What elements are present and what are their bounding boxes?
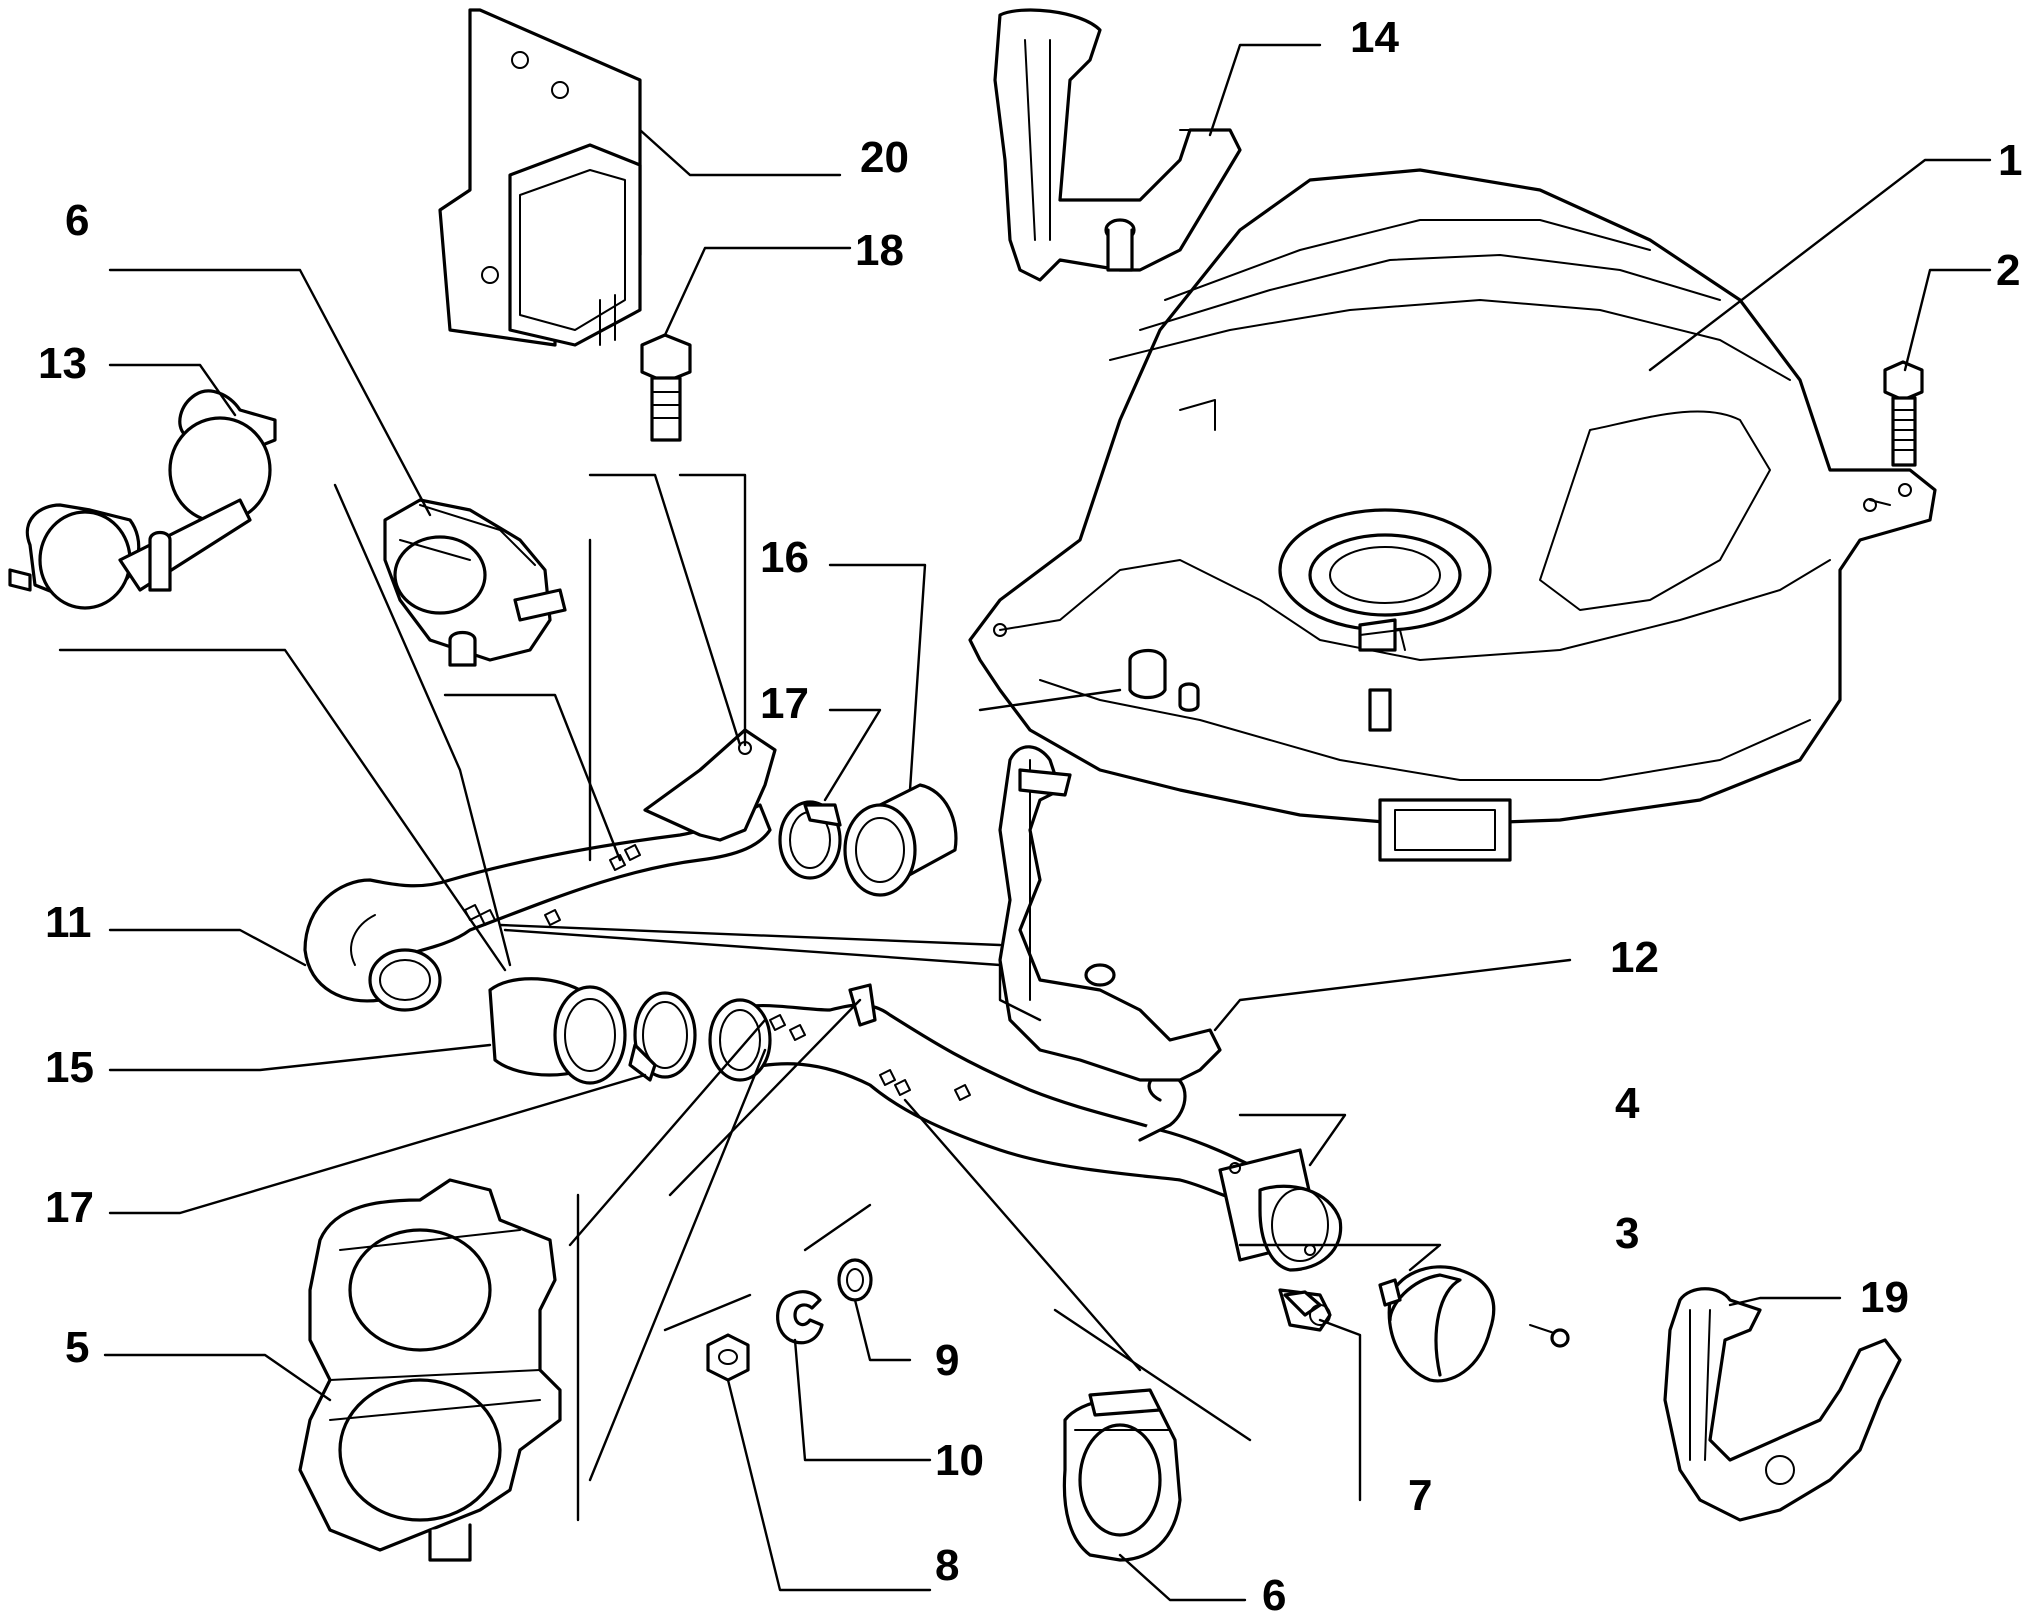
- bolt-part-2: [1883, 360, 1924, 467]
- filler-hose-part-11: [303, 803, 772, 1012]
- callout-16: 16: [760, 533, 809, 582]
- hose-clamp-part-17-lower: [628, 991, 697, 1082]
- clamp-bracket-part-19: [1663, 1287, 1902, 1522]
- callout-6-bottom: 6: [1262, 1571, 1286, 1618]
- nut-part-8: [706, 1333, 750, 1382]
- clip-part-10: [776, 1290, 824, 1345]
- callout-9: 9: [935, 1336, 959, 1385]
- clamp-bracket-part-12: [998, 745, 1222, 1082]
- sleeve-part-16: [843, 783, 958, 897]
- sleeve-part-15: [488, 977, 627, 1085]
- callout-2: 2: [1996, 246, 2020, 295]
- callout-18: 18: [855, 226, 904, 275]
- filler-neck-part-4: [708, 983, 1343, 1272]
- clamp-bracket-part-14: [993, 8, 1242, 282]
- callout-10: 10: [935, 1436, 984, 1485]
- callout-5: 5: [65, 1323, 89, 1372]
- pipe-clips: [464, 844, 971, 1101]
- callout-17-lower: 17: [45, 1183, 94, 1232]
- callout-8: 8: [935, 1541, 959, 1590]
- clamp-part-6-top: [383, 498, 567, 667]
- leader-lines: [103, 43, 1992, 1602]
- callout-13: 13: [38, 339, 87, 388]
- callout-11: 11: [45, 898, 92, 947]
- bolt-part-7: [1278, 1288, 1332, 1332]
- fuel-tank-part: [968, 168, 1937, 862]
- callout-6-top: 6: [65, 196, 89, 245]
- clamp-bracket-part-13: [8, 389, 277, 610]
- callout-19: 19: [1860, 1273, 1909, 1322]
- assembly-guide-lines: [58, 473, 1252, 1522]
- callout-4: 4: [1615, 1079, 1640, 1128]
- callout-14: 14: [1350, 13, 1399, 62]
- callout-15: 15: [45, 1043, 94, 1092]
- callout-3: 3: [1615, 1209, 1639, 1258]
- washer-part-9: [837, 1258, 873, 1302]
- callout-20: 20: [860, 133, 909, 182]
- module-bracket-part: [438, 8, 642, 347]
- hose-clamp-part-17-upper: [778, 800, 842, 880]
- callout-12: 12: [1610, 933, 1659, 982]
- fuel-cap-part-3: [1378, 1265, 1570, 1383]
- callout-labels: 1 2 3 4 5 6 6 7 8 9 10 11 12 13 14 15 16…: [38, 13, 2022, 1618]
- double-clamp-part-5: [298, 1178, 562, 1562]
- callout-7: 7: [1408, 1471, 1432, 1520]
- callout-17-upper: 17: [760, 679, 809, 728]
- clamp-part-6-bottom: [1062, 1388, 1182, 1562]
- callout-1: 1: [1998, 136, 2022, 185]
- bolt-part-18: [640, 333, 692, 442]
